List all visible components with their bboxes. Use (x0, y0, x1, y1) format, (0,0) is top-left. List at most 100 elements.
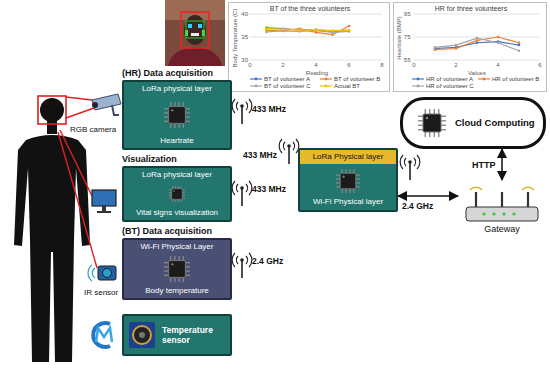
data-series (267, 28, 350, 32)
router-icon-part (466, 207, 538, 221)
camera-icon-part (112, 105, 119, 115)
router-icon-part (502, 212, 505, 215)
chart-frame-part (393, 2, 547, 92)
data-points-part (331, 29, 334, 32)
chip-icon-part (185, 262, 190, 263)
monitor-icon (92, 190, 116, 213)
chip-icon-part (425, 132, 426, 137)
tick-label: 30 (241, 57, 248, 63)
router-icon-part (470, 187, 534, 190)
legend-text: BT of volunteer C (264, 83, 311, 89)
chip-icon-part (164, 116, 169, 117)
chip-icon-part (185, 116, 190, 117)
chip-icon-part (336, 178, 340, 179)
brand-logo-part (96, 328, 112, 342)
chip-icon-part (434, 132, 435, 137)
legend-text: HR of volunteer C (426, 83, 474, 89)
chip-icon-part (185, 270, 190, 271)
chip-icon-part (171, 109, 173, 111)
frequency-label: 2.4 GHz (252, 256, 283, 266)
sensor-box: Temperature sensor (122, 314, 232, 356)
data-points-part (455, 44, 458, 47)
sensing-lines-part (58, 132, 97, 268)
box-label: Cloud Computing (455, 117, 535, 128)
chip-icon-part (174, 123, 175, 128)
data-points-part (497, 36, 500, 39)
data-points-part (455, 47, 458, 50)
process-box: (BT) Data acquisitionWi-Fi Physical Laye… (122, 238, 232, 300)
gateway-device: Gateway (458, 180, 546, 244)
data-points-part (476, 37, 479, 40)
axis-title: Body Temperature (C) (232, 9, 238, 68)
face-photo-part (186, 21, 204, 38)
camera-icon-part (92, 102, 98, 108)
box-label: Heartrate (160, 136, 193, 146)
chip-icon-part (174, 102, 175, 107)
legend-sample-part (417, 85, 420, 88)
tick-label: 6 (347, 62, 350, 68)
chip-icon-part (185, 275, 190, 276)
tick-label: 55 (404, 57, 411, 63)
chip-icon-part (170, 277, 171, 282)
chip-icon-part (164, 266, 169, 267)
sensor-icon-part (139, 332, 145, 338)
legend-sample (250, 83, 262, 89)
chip-icon-part (170, 102, 171, 107)
antenna-symbol (400, 155, 420, 180)
device-label: IR sensor (84, 288, 118, 297)
chip-icon-part (356, 178, 360, 179)
data-points-part (315, 28, 318, 31)
tick-label: 75 (404, 34, 411, 40)
data-series (435, 38, 519, 51)
chip-icon-part (172, 189, 183, 200)
chip-icon-part (178, 102, 179, 107)
chip-icon-part (343, 175, 345, 177)
data-points-part (265, 27, 268, 30)
sensor-icon (127, 320, 157, 350)
legend-sample-part (478, 78, 490, 79)
chip-icon-part (356, 182, 360, 183)
legend-sample (320, 83, 332, 89)
box-label: Body temperature (145, 286, 209, 296)
data-points-part (348, 29, 351, 32)
legend-item: BT of volunteer C (250, 83, 311, 89)
chip-icon-part (353, 188, 354, 192)
chip-icon-part (164, 262, 169, 263)
chart-title: HR for three volunteers (435, 5, 507, 12)
camera-icon (92, 94, 121, 115)
edge-label: HTTP (472, 160, 496, 170)
chip-icon-part (429, 132, 430, 137)
legend-sample-part (250, 78, 262, 79)
data-points-part (497, 41, 500, 44)
section-heading: Visualization (122, 154, 177, 164)
chip-icon-part (418, 129, 423, 130)
data-points (434, 37, 521, 52)
data-points-part (298, 29, 301, 32)
data-points (265, 27, 350, 31)
legend-sample-part (255, 85, 258, 88)
legend-item: HR of volunteer A (412, 76, 473, 82)
tick-label: 2 (454, 62, 457, 68)
data-points (265, 29, 350, 33)
data-series (435, 42, 519, 49)
chip-icon-part (349, 169, 350, 173)
chip-icon-part (185, 266, 190, 267)
sensor-icon-part (133, 326, 151, 344)
box-label: Wi-Fi Physical Layer (141, 242, 214, 252)
axis-title: Reading (306, 70, 328, 76)
sensing-lines-part (60, 130, 92, 196)
chip-icon-part (164, 112, 169, 113)
cloud-box: Cloud Computing (400, 97, 546, 149)
legend-sample-part (412, 85, 424, 86)
tick-label: 6 (538, 62, 541, 68)
data-points-part (518, 44, 521, 47)
tick-label: 35 (241, 34, 248, 40)
ir-sensor-icon (88, 265, 116, 281)
chip-icon-part (418, 120, 423, 121)
legend-item: BT of volunteer A (250, 76, 310, 82)
chip-icon-part (178, 123, 179, 128)
router-icon (462, 180, 542, 224)
face-photo-part (184, 15, 206, 45)
chip-icon-part (438, 109, 439, 114)
